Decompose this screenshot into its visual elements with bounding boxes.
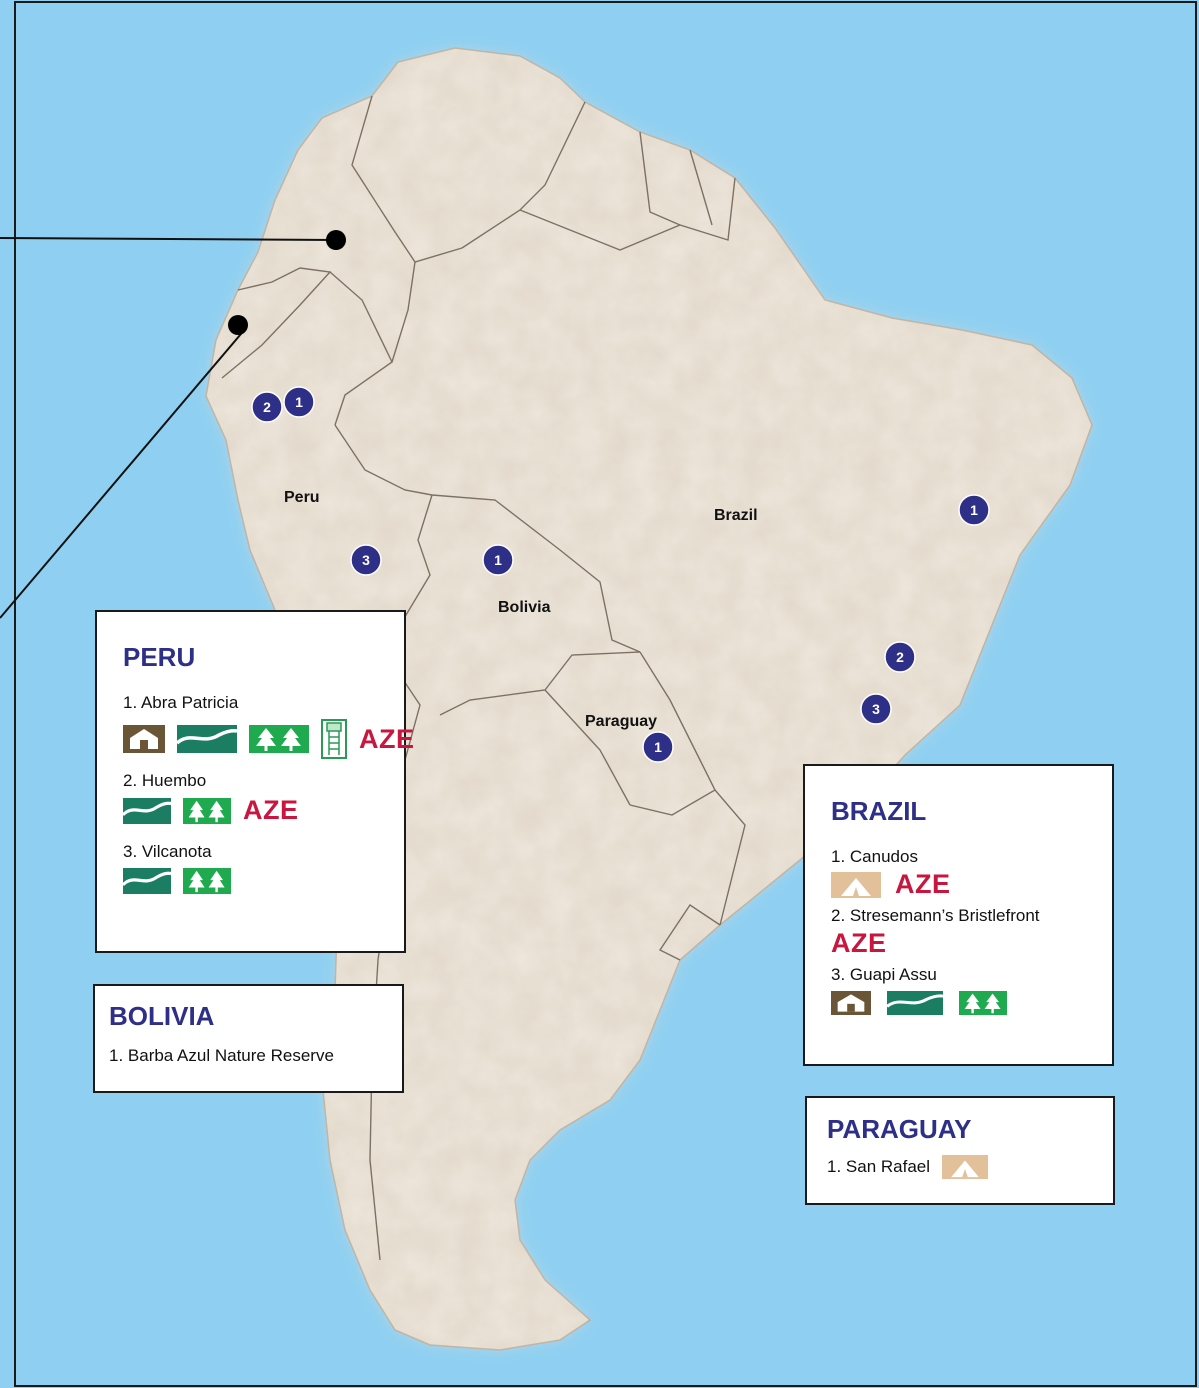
site-icons: AZE <box>122 795 380 825</box>
lodge-icon <box>831 991 871 1015</box>
site-name: 1. Canudos <box>831 847 918 866</box>
legend-title-peru: PERU <box>123 642 196 672</box>
site-icons <box>831 991 1112 1015</box>
aze-label: AZE <box>831 928 887 958</box>
forest-icon <box>249 725 309 753</box>
site-icons <box>122 868 380 894</box>
tower-icon <box>321 719 347 759</box>
callout-dot-upper <box>326 230 346 250</box>
site-entry-peru-1: 1. Abra Patricia AZE <box>123 693 414 759</box>
border-suriname-guiana <box>689 149 713 226</box>
site-entry-brazil-3: 3. Guapi Assu <box>831 965 1112 1015</box>
border-guyana-suriname <box>639 131 681 226</box>
marker-peru-1[interactable]: 1 <box>283 386 315 418</box>
marker-brazil-3[interactable]: 3 <box>860 693 892 725</box>
marker-brazil-1[interactable]: 1 <box>958 494 990 526</box>
site-name: 1. San Rafael <box>827 1157 931 1176</box>
border-bolivia-brazil <box>431 494 641 653</box>
aze-label: AZE <box>359 723 415 754</box>
marker-peru-3[interactable]: 3 <box>350 544 382 576</box>
country-labels: Peru Brazil Bolivia Paraguay <box>284 489 758 730</box>
border-colombia-peru <box>329 271 393 426</box>
aze-label: AZE <box>243 795 299 825</box>
marker-bolivia-1[interactable]: 1 <box>482 544 514 576</box>
site-name: 3. Vilcanota <box>123 842 212 861</box>
callout-line-upper <box>0 237 337 241</box>
svg-text:1: 1 <box>494 552 502 568</box>
svg-text:2: 2 <box>263 399 271 415</box>
site-entry-brazil-1: 1. Canudos AZE <box>831 847 1112 898</box>
label-brazil: Brazil <box>714 507 758 524</box>
label-peru: Peru <box>284 489 320 506</box>
site-entry-peru-3: 3. Vilcanota <box>122 842 380 894</box>
site-name: 3. Guapi Assu <box>831 965 937 984</box>
border-colombia-venezuela <box>351 95 463 263</box>
site-name: 2. Huembo <box>123 771 207 790</box>
site-icons: AZE <box>831 930 1112 957</box>
site-name: 1. Barba Azul Nature Reserve <box>109 1046 334 1065</box>
border-argentina-brazil <box>714 789 746 926</box>
site-name: 2. Stresemann’s Bristlefront <box>831 906 1040 925</box>
camp-icon <box>942 1155 989 1179</box>
callout-dot-lower <box>228 315 248 335</box>
border-guiana-brazil <box>519 177 736 251</box>
map-frame <box>14 1 1197 1387</box>
callout-lines <box>0 237 337 619</box>
marker-brazil-2[interactable]: 2 <box>884 641 916 673</box>
svg-text:1: 1 <box>654 739 662 755</box>
marker-paraguay-1[interactable]: 1 <box>642 731 674 763</box>
camp-icon <box>831 871 881 898</box>
forest-icon <box>183 797 231 824</box>
country-borders <box>221 95 746 1261</box>
site-entry-paraguay-1: 1. San Rafael <box>827 1155 1113 1179</box>
svg-text:1: 1 <box>295 394 303 410</box>
callout-line-lower <box>0 327 247 619</box>
svg-text:1: 1 <box>970 502 978 518</box>
legend-title-paraguay: PARAGUAY <box>827 1114 972 1144</box>
legend-peru: PERU 1. Abra Patricia AZE 2. Huembo AZE … <box>95 610 414 953</box>
road-icon <box>122 868 172 894</box>
legend-bolivia: BOLIVIA 1. Barba Azul Nature Reserve <box>93 984 404 1093</box>
site-icons: AZE <box>831 871 1112 898</box>
legend-title-bolivia: BOLIVIA <box>109 1001 215 1031</box>
road-icon <box>175 725 238 753</box>
svg-text:3: 3 <box>362 552 370 568</box>
site-name: 1. Abra Patricia <box>123 693 239 712</box>
label-bolivia: Bolivia <box>498 599 551 616</box>
aze-label: AZE <box>895 869 951 899</box>
svg-text:3: 3 <box>872 701 880 717</box>
road-icon <box>122 797 172 824</box>
lodge-icon <box>123 725 165 753</box>
marker-peru-2[interactable]: 2 <box>251 391 283 423</box>
border-peru-brazil <box>334 424 433 496</box>
forest-icon <box>959 991 1007 1015</box>
site-entry-brazil-2: 2. Stresemann’s Bristlefront AZE <box>831 906 1112 957</box>
svg-text:2: 2 <box>896 649 904 665</box>
road-icon <box>885 991 944 1015</box>
forest-icon <box>183 868 231 894</box>
legend-brazil: BRAZIL 1. Canudos AZE 2. Stresemann’s Br… <box>803 764 1114 1066</box>
border-uruguay <box>658 904 721 961</box>
border-venezuela-guyana <box>461 101 586 249</box>
border-colombia-brazil <box>391 261 416 363</box>
label-paraguay: Paraguay <box>585 713 657 730</box>
site-entry-peru-2: 2. Huembo AZE <box>122 771 380 825</box>
legend-paraguay: PARAGUAY 1. San Rafael <box>805 1096 1115 1205</box>
border-paraguay-argentina <box>544 689 631 806</box>
border-paraguay-brazil <box>629 651 716 816</box>
legend-title-brazil: BRAZIL <box>831 796 927 826</box>
site-markers: 2 1 3 1 1 1 2 <box>251 386 990 763</box>
site-icons: AZE <box>123 719 414 759</box>
